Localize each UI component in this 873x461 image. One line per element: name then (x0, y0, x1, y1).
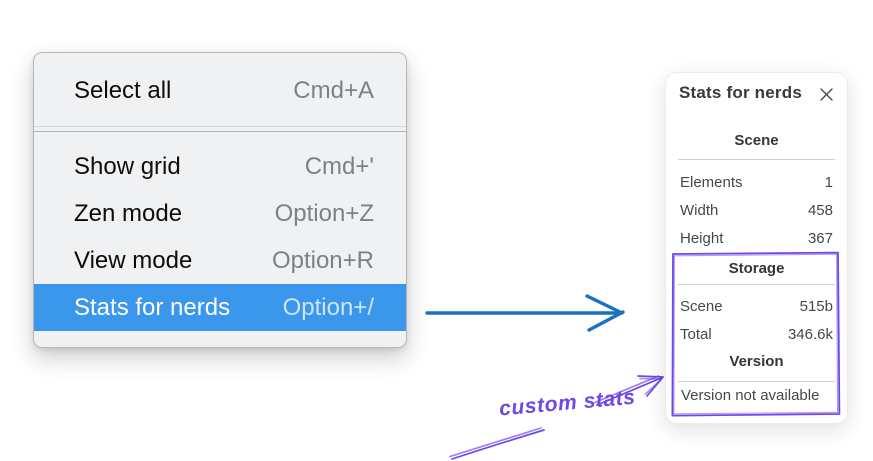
close-icon (819, 87, 833, 101)
menu-item-stats-for-nerds[interactable]: Stats for nerds Option+/ (34, 284, 406, 331)
menu-item-shortcut: Option+/ (282, 293, 374, 321)
section-heading-storage: Storage (728, 260, 785, 277)
stat-row-storage-scene: Scene 515b (680, 293, 833, 319)
stat-row-elements: Elements 1 (680, 169, 833, 195)
stat-label: Width (680, 201, 719, 219)
stats-panel-title: Stats for nerds (679, 83, 802, 102)
stat-label: Total (680, 325, 712, 343)
menu-item-zen-mode[interactable]: Zen mode Option+Z (34, 190, 406, 237)
section-divider (678, 381, 835, 382)
menu-item-select-all[interactable]: Select all Cmd+A (34, 67, 406, 114)
menu-item-label: Stats for nerds (74, 293, 231, 321)
menu-item-label: Select all (74, 76, 172, 104)
section-heading-scene: Scene (734, 132, 779, 149)
menu-divider (34, 126, 406, 132)
menu-item-shortcut: Cmd+' (304, 152, 374, 180)
menu-item-shortcut: Cmd+A (293, 76, 374, 104)
stats-panel: Stats for nerds Scene Elements 1 Width 4… (665, 72, 848, 424)
version-note: Version not available (681, 387, 820, 404)
section-heading-version: Version (729, 353, 784, 370)
annotation-text: custom stats (498, 385, 637, 421)
section-divider (678, 284, 835, 285)
menu-item-label: Zen mode (74, 199, 183, 227)
menu-item-shortcut: Option+R (271, 246, 374, 274)
stat-label: Scene (680, 297, 723, 315)
stat-value: 367 (807, 229, 833, 247)
stat-row-storage-total: Total 346.6k (680, 321, 833, 347)
stat-value: 1 (824, 173, 833, 191)
stat-value: 458 (807, 201, 833, 219)
stat-row-height: Height 367 (680, 225, 833, 251)
stat-value: 346.6k (787, 325, 833, 343)
stat-row-width: Width 458 (680, 197, 833, 223)
menu-item-label: View mode (74, 246, 193, 274)
context-menu: Select all Cmd+A Show grid Cmd+' Zen mod… (33, 52, 407, 348)
stat-label: Height (680, 229, 724, 247)
stat-value: 515b (799, 297, 833, 315)
arrow-menu-to-panel (425, 294, 625, 332)
menu-item-show-grid[interactable]: Show grid Cmd+' (34, 143, 406, 190)
stat-label: Elements (680, 173, 743, 191)
menu-item-shortcut: Option+Z (274, 199, 374, 227)
menu-item-view-mode[interactable]: View mode Option+R (34, 237, 406, 284)
section-divider (678, 159, 835, 160)
close-button[interactable] (817, 85, 835, 103)
menu-item-label: Show grid (74, 152, 181, 180)
